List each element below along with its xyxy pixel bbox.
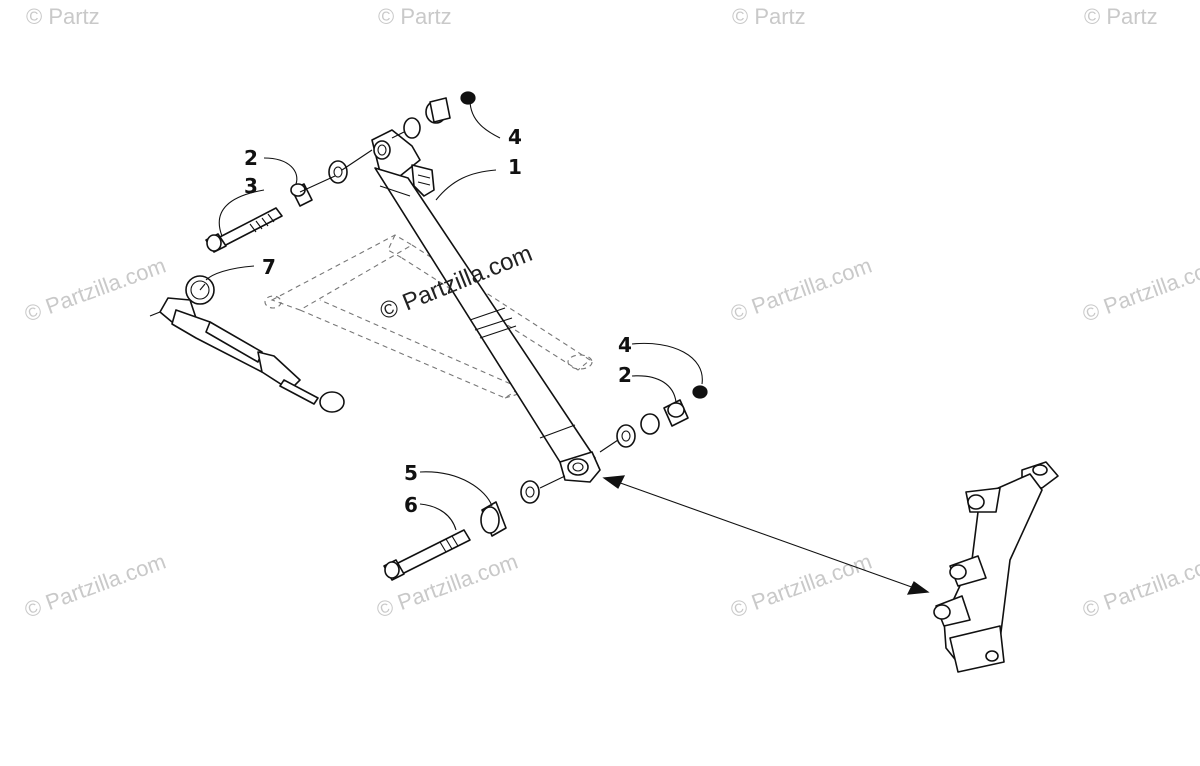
callout-7: 7 (262, 255, 276, 279)
air-pump-gauge (149, 275, 345, 413)
spindle-bracket (933, 461, 1059, 673)
watermark-tile: © Partzilla.com (1079, 253, 1200, 327)
callout-2-bottom: 2 (618, 363, 632, 387)
watermark-tile: © Partz (1084, 4, 1158, 29)
watermark-tile: © Partz (732, 4, 806, 29)
watermark-tile: © Partz (378, 4, 452, 29)
callout-3: 3 (244, 174, 258, 198)
callout-2-top: 2 (244, 146, 258, 170)
top-hardware (205, 91, 476, 253)
callout-5: 5 (404, 461, 418, 485)
watermark-tile: © Partz (26, 4, 100, 29)
watermark-tile: © Partzilla.com (21, 549, 169, 623)
watermark-tile: © Partzilla.com (21, 253, 169, 327)
bottom-left-hardware (383, 475, 566, 581)
callout-4-bottom: 4 (618, 333, 632, 357)
watermark-tile: © Partzilla.com (1079, 549, 1200, 623)
callout-6: 6 (404, 493, 418, 517)
bottom-right-hardware (599, 385, 708, 453)
callout-4-top: 4 (508, 125, 522, 149)
callout-1: 1 (508, 155, 522, 179)
leader-lines (205, 99, 703, 531)
a-arm-reference (264, 234, 593, 399)
callouts: 4 1 2 3 7 4 2 5 6 (244, 125, 632, 517)
watermark-tile: © Partzilla.com (727, 549, 875, 623)
assembly-arrow (602, 475, 930, 595)
watermark-tile: © Partzilla.com (727, 253, 875, 327)
shock-absorber (371, 129, 601, 483)
